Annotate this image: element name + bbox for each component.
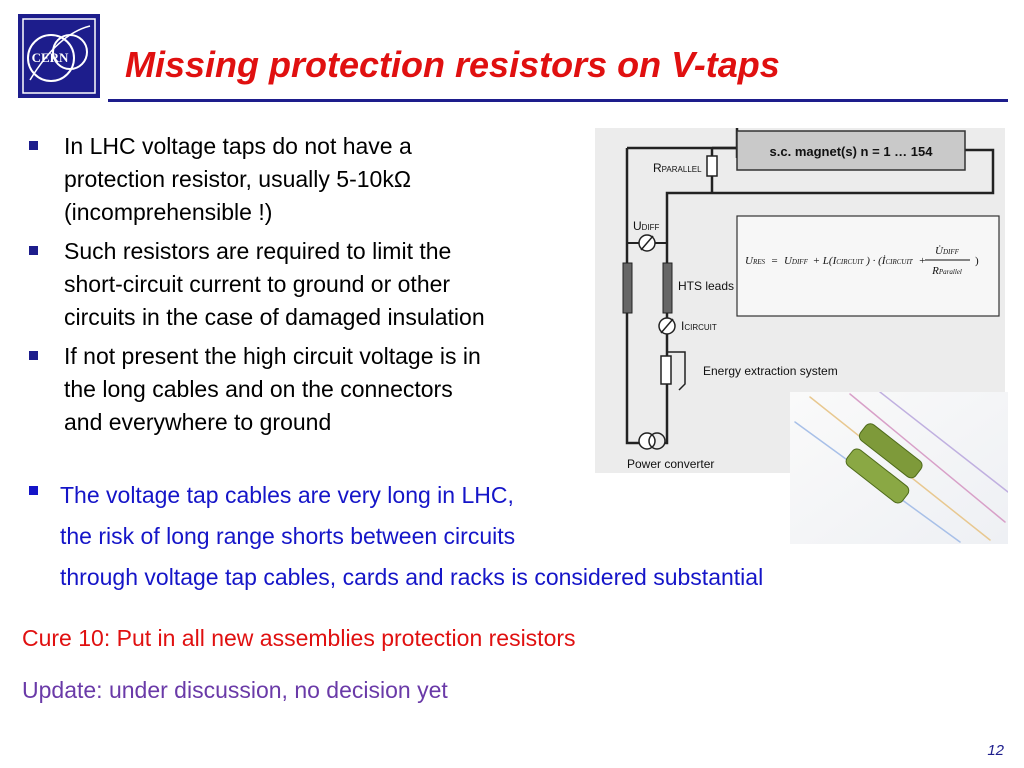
svg-text:ICIRCUIT: ICIRCUIT [681,319,717,333]
bullet-item: In LHC voltage taps do not have a protec… [22,130,602,229]
r-parallel-label: R [653,161,662,175]
u-diff-sub: DIFF [642,223,660,232]
resistor-photo [790,392,1008,544]
resistor-body-2 [845,448,910,504]
update-statement: Update: under discussion, no decision ye… [22,677,448,703]
bullet-line: If not present the high circuit voltage … [64,343,481,369]
blue-line: the risk of long range shorts between ci… [22,516,972,557]
i-circuit-sub: CIRCUIT [684,323,717,332]
resistor-body-1 [858,423,923,479]
bullet-line: Such resistors are required to limit the [64,238,452,264]
bullet-item: Such resistors are required to limit the… [22,235,602,334]
blue-line: through voltage tap cables, cards and ra… [22,557,972,598]
bullet-line: (incomprehensible !) [64,199,273,225]
bullet-line: and everywhere to ground [64,409,332,435]
hts-leads-label: HTS leads [678,279,734,293]
svg-text:U̇DIFF: U̇DIFF [935,245,960,257]
bullet-line: the long cables and on the connectors [64,376,453,402]
logo-text: CERN [32,50,69,65]
square-bullet-icon [29,486,38,495]
cable-risk-bullet: The voltage tap cables are very long in … [22,475,972,598]
svg-text:RParallel: RParallel [931,265,962,277]
u-diff-label: U [633,219,642,233]
cure-statement: Cure 10: Put in all new assemblies prote… [22,625,576,651]
extraction-resistor [660,355,672,385]
energy-extraction-label: Energy extraction system [703,364,838,378]
resistor-parallel [706,155,718,177]
bullet-list: In LHC voltage taps do not have a protec… [22,130,602,445]
svg-text:RPARALLEL: RPARALLEL [653,161,702,175]
blue-line-text: the risk of long range shorts between ci… [60,523,516,549]
i-circuit-label: I [681,319,684,333]
svg-text:UDIFF: UDIFF [633,219,660,233]
equation: URES = UDIFF + L(ICIRCUIT ) · (İCIRCUIT … [745,255,926,267]
power-converter-label: Power converter [627,457,714,471]
cern-logo: CERN [18,14,100,98]
power-converter-icon [638,432,656,450]
blue-line-text: through voltage tap cables, cards and ra… [60,564,764,590]
title-divider [108,99,1008,102]
r-parallel-sub: PARALLEL [662,165,702,174]
magnet-label: s.c. magnet(s) n = 1 … 154 [770,144,934,159]
svg-text:): ) [975,255,979,267]
page-title: Missing protection resistors on V-taps [125,44,780,85]
square-bullet-icon [29,351,38,360]
hts-lead-right [662,262,673,314]
page-number: 12 [987,742,1004,759]
bullet-line: protection resistor, usually 5-10kΩ [64,166,412,192]
bullet-line: In LHC voltage taps do not have a [64,133,412,159]
blue-line: The voltage tap cables are very long in … [22,475,972,516]
extraction-switch-icon [667,351,686,391]
hts-lead-left [622,262,633,314]
bullet-line: short-circuit current to ground or other [64,271,451,297]
square-bullet-icon [29,246,38,255]
equation-box [736,215,1000,317]
bullet-item: If not present the high circuit voltage … [22,340,602,439]
bullet-line: circuits in the case of damaged insulati… [64,304,485,330]
magnet-box [736,130,966,171]
blue-line-text: The voltage tap cables are very long in … [60,482,514,508]
square-bullet-icon [29,141,38,150]
